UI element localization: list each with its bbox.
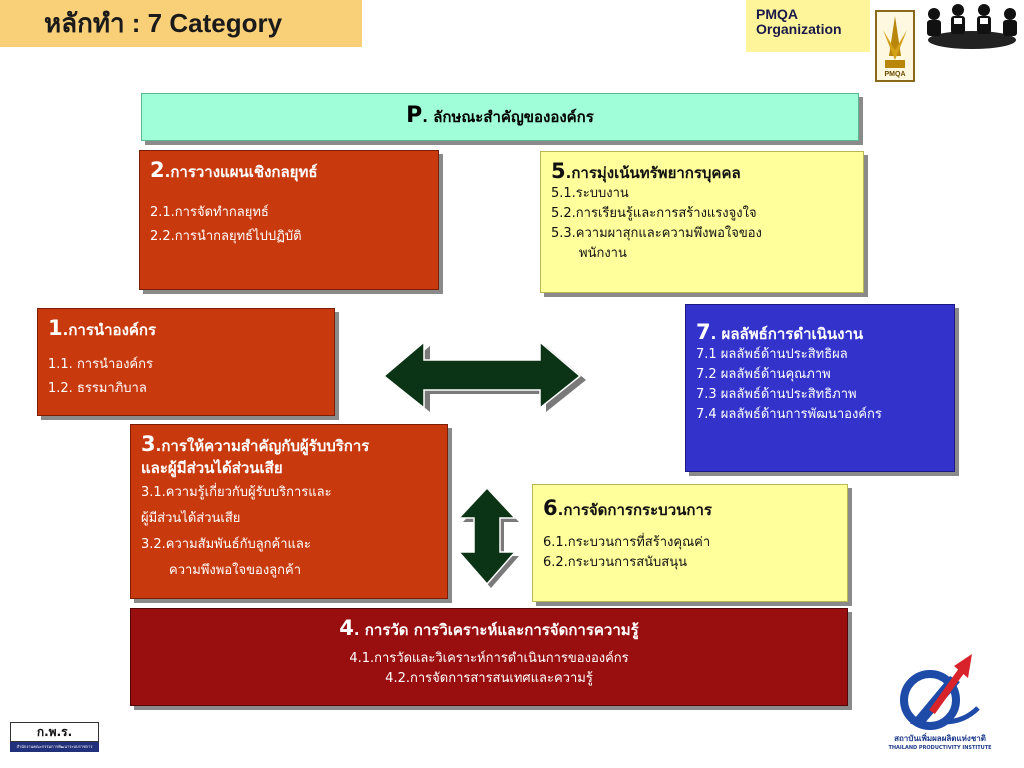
category-6-item: 6.2.กระบวนการสนับสนุน (543, 555, 688, 570)
category-6-box: 6.การจัดการกระบวนการ 6.1.กระบวนการที่สร้… (532, 484, 848, 602)
productivity-institute-name-en: THAILAND PRODUCTIVITY INSTITUTE (888, 745, 992, 751)
category-5-title: .การมุ่งเน้นทรัพยากรบุคคล (565, 164, 741, 182)
opdc-logo-text: ก.พ.ร. (10, 722, 99, 742)
category-1-item: 1.1. การนำองค์กร (48, 357, 153, 372)
slide-title: หลักทำ : 7 Category (0, 0, 362, 47)
opdc-logo-subtitle: สำนักงานคณะกรรมการพัฒนาระบบราชการ (10, 742, 99, 752)
svg-text:PMQA: PMQA (885, 71, 906, 78)
category-4-item: 4.2.การจัดการสารสนเทศและความรู้ (385, 671, 593, 686)
category-5-item: 5.2.การเรียนรู้และการสร้างแรงจูงใจ (551, 206, 757, 221)
category-3-item: 3.1.ความรู้เกี่ยวกับผู้รับบริการและ (141, 485, 332, 500)
pmqa-label: PMQA (756, 6, 798, 22)
category-p-box: P. ลักษณะสำคัญขององค์กร (141, 93, 859, 141)
category-7-item: 7.3 ผลลัพธ์ด้านประสิทธิภาพ (696, 387, 857, 402)
category-5-number: 5 (551, 159, 566, 183)
productivity-institute-emblem-icon (900, 654, 980, 730)
category-5-item: 5.1.ระบบงาน (551, 186, 629, 201)
category-2-title: .การวางแผนเชิงกลยุทธ์ (164, 163, 318, 181)
category-1-item: 1.2. ธรรมาภิบาล (48, 381, 147, 396)
category-p-title: . ลักษณะสำคัญขององค์กร (422, 108, 594, 126)
category-2-item: 2.2.การนำกลยุทธ์ไปปฏิบัติ (150, 229, 302, 244)
category-3-title: .การให้ความสำคัญกับผู้รับบริการ (155, 437, 370, 455)
category-4-number: 4 (339, 616, 354, 640)
category-7-title: . ผลลัพธ์การดำเนินงาน (710, 325, 864, 343)
category-1-box: 1.การนำองค์กร 1.1. การนำองค์กร 1.2. ธรรม… (37, 308, 335, 416)
horizontal-double-arrow-icon (380, 338, 594, 414)
category-6-number: 6 (543, 496, 558, 520)
category-4-box: 4. การวัด การวิเคราะห์และการจัดการความรู… (130, 608, 848, 706)
organization-label: Organization (756, 21, 842, 37)
category-5-box: 5.การมุ่งเน้นทรัพยากรบุคคล 5.1.ระบบงาน 5… (540, 151, 864, 293)
meeting-people-icon (920, 2, 1024, 54)
pmqa-badge: PMQA Organization (746, 0, 870, 52)
category-3-item: ผู้มีส่วนได้ส่วนเสีย (141, 511, 241, 526)
category-7-box: 7. ผลลัพธ์การดำเนินงาน 7.1 ผลลัพธ์ด้านปร… (685, 304, 955, 472)
category-4-title: . การวัด การวิเคราะห์และการจัดการความรู้ (353, 621, 639, 639)
productivity-institute-logo: สถาบันเพิ่มผลผลิตแห่งชาติ THAILAND PRODU… (888, 652, 992, 751)
category-2-number: 2 (150, 158, 165, 182)
category-3-title-line2: และผู้มีส่วนได้ส่วนเสีย (141, 459, 283, 477)
category-5-item: พนักงาน (579, 246, 627, 261)
category-7-item: 7.4 ผลลัพธ์ด้านการพัฒนาองค์กร (696, 407, 882, 422)
pmqa-emblem-icon: PMQA (875, 10, 915, 82)
vertical-double-arrow-icon (456, 486, 522, 590)
category-7-item: 7.2 ผลลัพธ์ด้านคุณภาพ (696, 367, 831, 382)
category-2-item: 2.1.การจัดทำกลยุทธ์ (150, 205, 269, 220)
opdc-logo: ก.พ.ร. สำนักงานคณะกรรมการพัฒนาระบบราชการ (10, 722, 99, 754)
category-5-item: 5.3.ความผาสุกและความพึงพอใจของ (551, 226, 762, 241)
category-7-number: 7 (696, 320, 711, 344)
category-1-number: 1 (48, 316, 63, 340)
category-4-item: 4.1.การวัดและวิเคราะห์การดำเนินการขององค… (349, 651, 629, 666)
category-3-box: 3.การให้ความสำคัญกับผู้รับบริการ และผู้ม… (130, 424, 448, 599)
category-p-number: P (406, 103, 423, 128)
category-3-number: 3 (141, 432, 156, 456)
category-3-item: ความพึงพอใจของลูกค้า (169, 563, 301, 578)
category-1-title: .การนำองค์กร (62, 321, 157, 339)
category-6-title: .การจัดการกระบวนการ (557, 501, 712, 519)
category-6-item: 6.1.กระบวนการที่สร้างคุณค่า (543, 535, 711, 550)
category-3-item: 3.2.ความสัมพันธ์กับลูกค้าและ (141, 537, 311, 552)
category-7-item: 7.1 ผลลัพธ์ด้านประสิทธิผล (696, 347, 848, 362)
productivity-institute-name-th: สถาบันเพิ่มผลผลิตแห่งชาติ (894, 734, 986, 743)
category-2-box: 2.การวางแผนเชิงกลยุทธ์ 2.1.การจัดทำกลยุท… (139, 150, 439, 290)
